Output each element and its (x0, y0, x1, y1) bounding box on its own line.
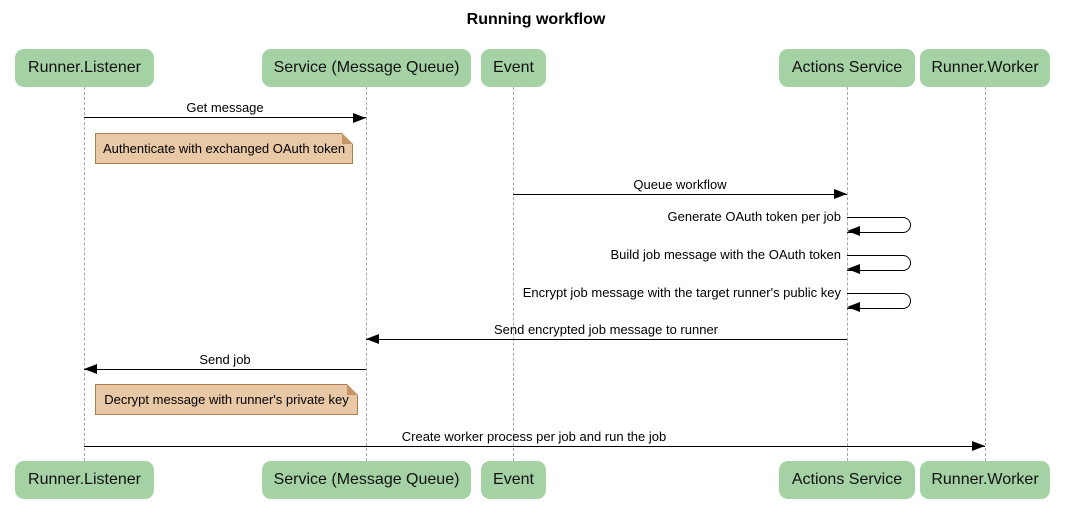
actor-bottom-runner-worker: Runner.Worker (920, 461, 1050, 499)
note-fold-corner-icon (342, 133, 353, 144)
message-line-get-message (84, 117, 366, 118)
message-label-build-job-message: Build job message with the OAuth token (610, 247, 841, 262)
arrowhead-left-icon (366, 334, 379, 344)
self-loop-encrypt-job-message (847, 293, 911, 309)
self-loop-build-job-message (847, 255, 911, 271)
lifeline-actions-service (847, 87, 848, 461)
message-line-queue-workflow (513, 193, 847, 195)
arrowhead-left-icon (847, 264, 860, 274)
message-label-send-encrypted-job: Send encrypted job message to runner (493, 322, 719, 337)
lifeline-runner-listener (84, 87, 85, 461)
diagram-title: Running workflow (466, 11, 606, 28)
arrowhead-left-icon (847, 302, 860, 312)
note-text: Authenticate with exchanged OAuth token (102, 141, 346, 156)
note-decrypt-message: Decrypt message with runner's private ke… (95, 384, 358, 415)
actor-top-service-message-queue: Service (Message Queue) (262, 49, 471, 87)
message-line-send-encrypted-job (366, 338, 847, 340)
note-fold-corner-icon (347, 384, 358, 395)
message-line-create-worker (84, 445, 985, 447)
arrowhead-left-icon (847, 226, 860, 236)
arrowhead-right-icon (834, 189, 847, 199)
arrowhead-right-icon (972, 441, 985, 451)
lifeline-service-message-queue (366, 87, 367, 461)
actor-top-actions-service: Actions Service (779, 49, 915, 87)
actor-bottom-actions-service: Actions Service (779, 461, 915, 499)
message-label-encrypt-job-message: Encrypt job message with the target runn… (522, 285, 841, 300)
note-authenticate-oauth: Authenticate with exchanged OAuth token (95, 133, 353, 164)
arrowhead-left-icon (84, 364, 97, 374)
message-label-queue-workflow: Queue workflow (633, 177, 727, 192)
actor-top-runner-listener: Runner.Listener (15, 49, 154, 87)
lifeline-event (513, 87, 514, 461)
message-label-send-job: Send job (199, 352, 251, 367)
self-loop-generate-oauth-token (847, 217, 911, 233)
actor-bottom-runner-listener: Runner.Listener (15, 461, 154, 499)
actor-top-event: Event (481, 49, 546, 87)
lifeline-runner-worker (985, 87, 986, 461)
arrowhead-right-icon (353, 112, 366, 123)
actor-bottom-service-message-queue: Service (Message Queue) (262, 461, 471, 499)
message-label-create-worker: Create worker process per job and run th… (401, 429, 667, 444)
message-line-send-job (84, 368, 366, 370)
message-label-get-message: Get message (186, 100, 264, 115)
note-text: Decrypt message with runner's private ke… (104, 392, 349, 407)
actor-bottom-event: Event (481, 461, 546, 499)
actor-top-runner-worker: Runner.Worker (920, 49, 1050, 87)
message-label-generate-oauth-token: Generate OAuth token per job (667, 209, 841, 224)
